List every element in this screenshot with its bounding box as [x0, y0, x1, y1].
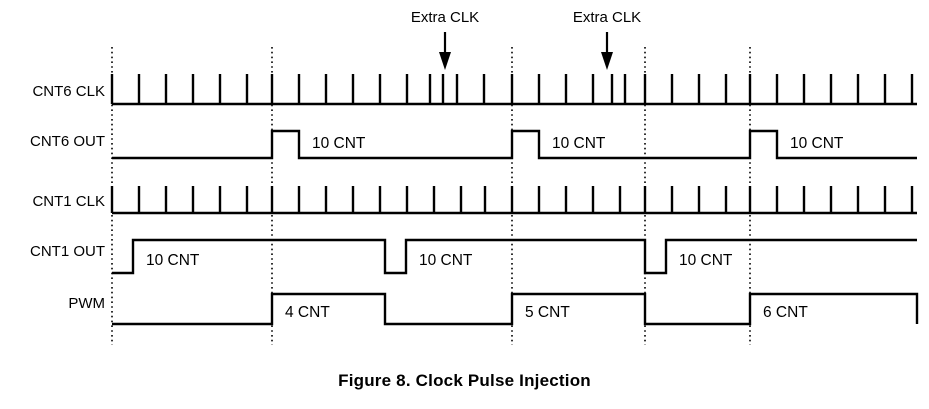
cnt-value-label: 6 CNT — [763, 304, 808, 321]
digital-trace — [112, 238, 917, 275]
row-label-cnt6-clk: CNT6 CLK — [32, 83, 105, 100]
row-label-cnt6-out: CNT6 OUT — [30, 133, 105, 150]
waveform-cnt1-out — [112, 238, 917, 275]
row-labels-group: CNT6 CLK CNT6 OUT CNT1 CLK CNT1 OUT PWM — [30, 83, 105, 312]
cnt-value-label: 4 CNT — [285, 304, 330, 321]
row-label-cnt1-clk: CNT1 CLK — [32, 193, 105, 210]
waveform-pwm — [112, 292, 919, 326]
waveform-cnt6-out — [112, 129, 917, 160]
cnt-value-label: 10 CNT — [679, 252, 733, 269]
digital-trace — [112, 129, 917, 160]
cnt-value-label: 10 CNT — [146, 252, 200, 269]
row-label-pwm: PWM — [68, 295, 105, 312]
inline-cnt-labels-group: 10 CNT 10 CNT 10 CNT 10 CNT 10 CNT 10 CNT 4 CN… — [146, 135, 844, 321]
cnt-value-label: 10 CNT — [312, 135, 366, 152]
figure-caption: Figure 8. Clock Pulse Injection — [338, 371, 591, 390]
extra-clk-arrow-2 — [601, 32, 613, 70]
row-label-cnt1-out: CNT1 OUT — [30, 243, 105, 260]
digital-trace — [112, 292, 919, 326]
cnt-value-label: 10 CNT — [790, 135, 844, 152]
extra-clk-annotations-group: Extra CLK Extra CLK — [411, 9, 641, 70]
extra-clk-label-2: Extra CLK — [573, 9, 641, 26]
cnt-value-label: 5 CNT — [525, 304, 570, 321]
waveform-cnt6-clk — [110, 74, 917, 106]
waveforms-group — [110, 74, 919, 326]
waveform-cnt1-clk — [110, 186, 917, 215]
extra-clk-label-1: Extra CLK — [411, 9, 479, 26]
cnt-value-label: 10 CNT — [419, 252, 473, 269]
cnt-value-label: 10 CNT — [552, 135, 606, 152]
extra-clk-arrow-1 — [439, 32, 451, 70]
